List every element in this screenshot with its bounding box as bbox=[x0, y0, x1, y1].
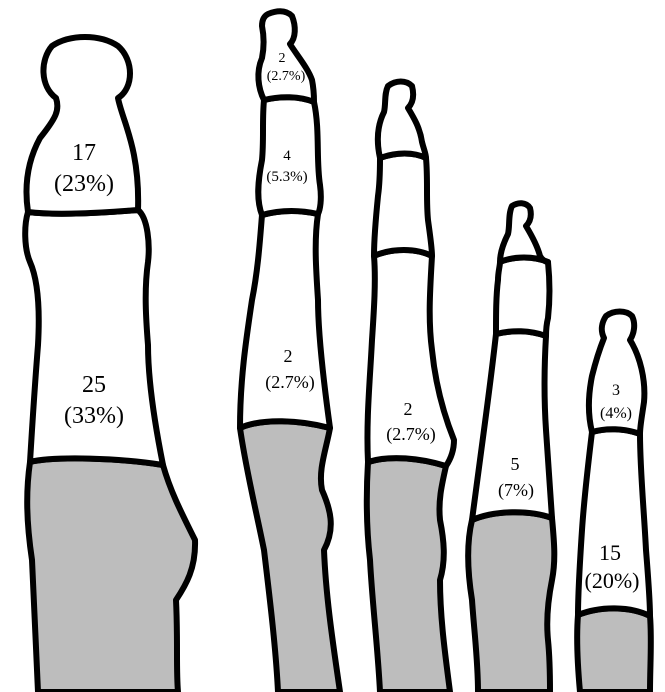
third-proximal-percent: (2.7%) bbox=[386, 424, 435, 445]
fifth-proximal-count: 15 bbox=[599, 540, 621, 565]
toe-fifth bbox=[577, 312, 651, 692]
third-distal-phalanx bbox=[378, 82, 426, 159]
fourth-proximal-percent: (7%) bbox=[498, 480, 534, 501]
fourth-distal-phalanx bbox=[500, 203, 548, 262]
third-proximal-count: 2 bbox=[404, 399, 413, 419]
toe-hallux bbox=[25, 37, 195, 692]
toe-third bbox=[367, 82, 454, 692]
second-metatarsal bbox=[240, 421, 340, 692]
fourth-metatarsal bbox=[468, 512, 554, 692]
hallux-proximal-count: 25 bbox=[82, 372, 106, 398]
hallux-distal-percent: (23%) bbox=[54, 171, 114, 197]
third-middle-phalanx bbox=[374, 154, 432, 257]
second-distal-percent: (2.7%) bbox=[267, 69, 306, 84]
fourth-middle-phalanx bbox=[496, 258, 550, 337]
third-metatarsal bbox=[367, 458, 450, 692]
second-middle-count: 4 bbox=[283, 148, 291, 164]
second-middle-percent: (5.3%) bbox=[266, 169, 307, 185]
second-proximal-percent: (2.7%) bbox=[265, 372, 314, 393]
fifth-distal-percent: (4%) bbox=[600, 405, 632, 422]
second-distal-count: 2 bbox=[279, 51, 286, 66]
fourth-proximal-count: 5 bbox=[511, 454, 520, 474]
second-proximal-count: 2 bbox=[284, 346, 293, 366]
toe-fourth bbox=[468, 203, 554, 692]
hallux-metatarsal bbox=[27, 458, 195, 692]
fifth-proximal-percent: (20%) bbox=[585, 568, 640, 593]
second-proximal-phalanx bbox=[240, 211, 330, 428]
fifth-metatarsal bbox=[577, 608, 651, 692]
second-distal-phalanx bbox=[258, 11, 314, 102]
hallux-distal-count: 17 bbox=[72, 140, 96, 166]
fifth-distal-count: 3 bbox=[612, 382, 620, 399]
hallux-proximal-percent: (33%) bbox=[64, 403, 124, 429]
